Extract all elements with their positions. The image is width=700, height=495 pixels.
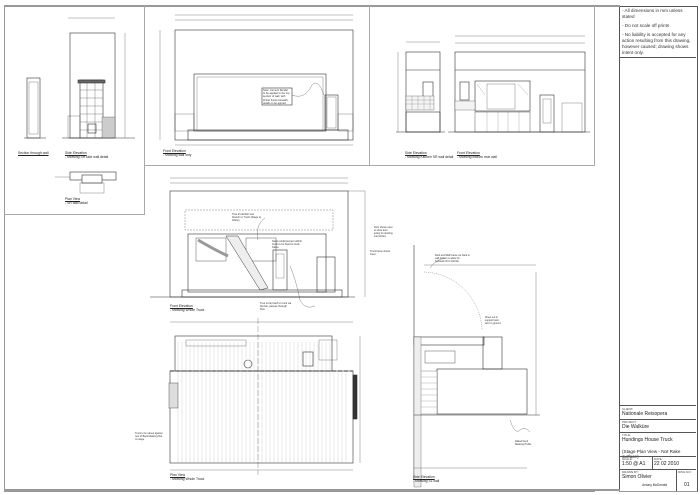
side-elevation-truck-drawing: [413, 245, 540, 488]
title-value: Hundings House Truck: [622, 437, 673, 443]
title-block: CLIENT: Nationale Reisopera PROJECT: Die…: [620, 405, 696, 491]
annotation-side-top: Roof and Wall Frame cut back to wall tim…: [435, 254, 470, 263]
annotation-side-bottom: Raked Deck Masking Profile: [515, 440, 532, 446]
date-value: 22 02 2010: [654, 461, 680, 467]
front-elevation-truck-drawing: [150, 177, 366, 308]
annotation-plan-note: Truck to be raised against rear of Back …: [135, 432, 163, 441]
project-value: Die Walküre: [622, 424, 650, 430]
title-block-panel: [619, 6, 698, 492]
view-label-front-elevation-wall: Front Elevation - showing wall only: [163, 149, 192, 157]
divider-v-3: [594, 6, 595, 166]
annotation-rear-frame: Truck frame shown lower: [370, 250, 391, 256]
divider-h-2: [145, 165, 595, 166]
front-elevation-wall-drawing: [159, 14, 354, 146]
side-elevation-chimney-drawing: [62, 17, 135, 139]
section-through-wall-drawing: [24, 77, 46, 139]
view-label-side-elevation-truck: Side Elevation - showing SL wall: [413, 475, 440, 483]
view-label-plan-view-small: Plan View - SR wall detail: [65, 197, 88, 205]
drawn-by-field: DRAWN BY: Simon Olivier: [622, 470, 652, 480]
bottom-border-strip: [4, 489, 620, 491]
view-label-side-elevation-left: Side Elevation - showing SR side wall de…: [65, 151, 109, 159]
general-notes: - All dimensions in mm unless stated - D…: [622, 8, 694, 56]
client-value: Nationale Reisopera: [622, 411, 668, 417]
side-elevation-kitchen-drawing: [396, 41, 445, 133]
plan-view-small-drawing: [55, 171, 117, 194]
drawn-by-value: Simon Olivier: [622, 474, 652, 480]
top-border-strip: [4, 5, 620, 7]
note-dimensions: - All dimensions in mm unless stated: [622, 8, 683, 19]
front-elevation-kitchen-drawing: [448, 35, 590, 133]
dwg-no-field: DWG NO:: [678, 470, 692, 474]
note-liability: - No liability is accepted for any actio…: [622, 32, 691, 55]
view-label-side-elevation-kitchen: Side Elevation - showing Kitchen SR wall…: [405, 151, 454, 159]
divider-h-1: [4, 214, 145, 215]
annotation-side-door: Sheet cut to support back door to ground: [485, 316, 501, 325]
annotation-tree-base: Tree trunk fixed to truck via flat bar, …: [260, 302, 292, 312]
view-label-plan-view-truck: Plan View - showing Whole Truck: [170, 473, 205, 481]
dwg-no-value: 01: [684, 482, 690, 488]
view-label-front-elevation-kitchen: Front Elevation - showing kitchen rear w…: [457, 151, 497, 159]
plan-view-truck-drawing: [168, 318, 361, 475]
annotation-wall-note: Note: Cement Render to be applied to the…: [263, 89, 290, 105]
title-field: TITLE: Hundings House Truck: [622, 433, 673, 443]
scale-value: 1:50 @ A1: [622, 461, 646, 467]
project-field: PROJECT: Die Walküre: [622, 420, 650, 430]
date-field: DATE: 22 02 2010: [654, 457, 680, 467]
annotation-tree-top: Tree trunk/Ash tree branch to Truck (Sta…: [232, 213, 262, 223]
notes-divider: [620, 57, 696, 58]
checked-by-value: Antony McDonald: [642, 483, 668, 487]
view-label-front-elevation-truck: Front Elevation - showing Whole Truck: [170, 304, 205, 312]
annotation-right-door: Door shown open to show door swing for s…: [374, 226, 393, 238]
scale-field: SCALE: 1:50 @ A1: [622, 457, 646, 467]
note-no-scale: - Do not scale off prints: [622, 23, 670, 28]
client-field: CLIENT: Nationale Reisopera: [622, 407, 668, 417]
divider-v-2: [369, 6, 370, 166]
divider-v-1: [144, 6, 145, 215]
annotation-tree-mid: Steel reinforcement within trunk to be f…: [272, 240, 302, 250]
view-label-section-through-wall: Section through wall: [18, 151, 49, 155]
